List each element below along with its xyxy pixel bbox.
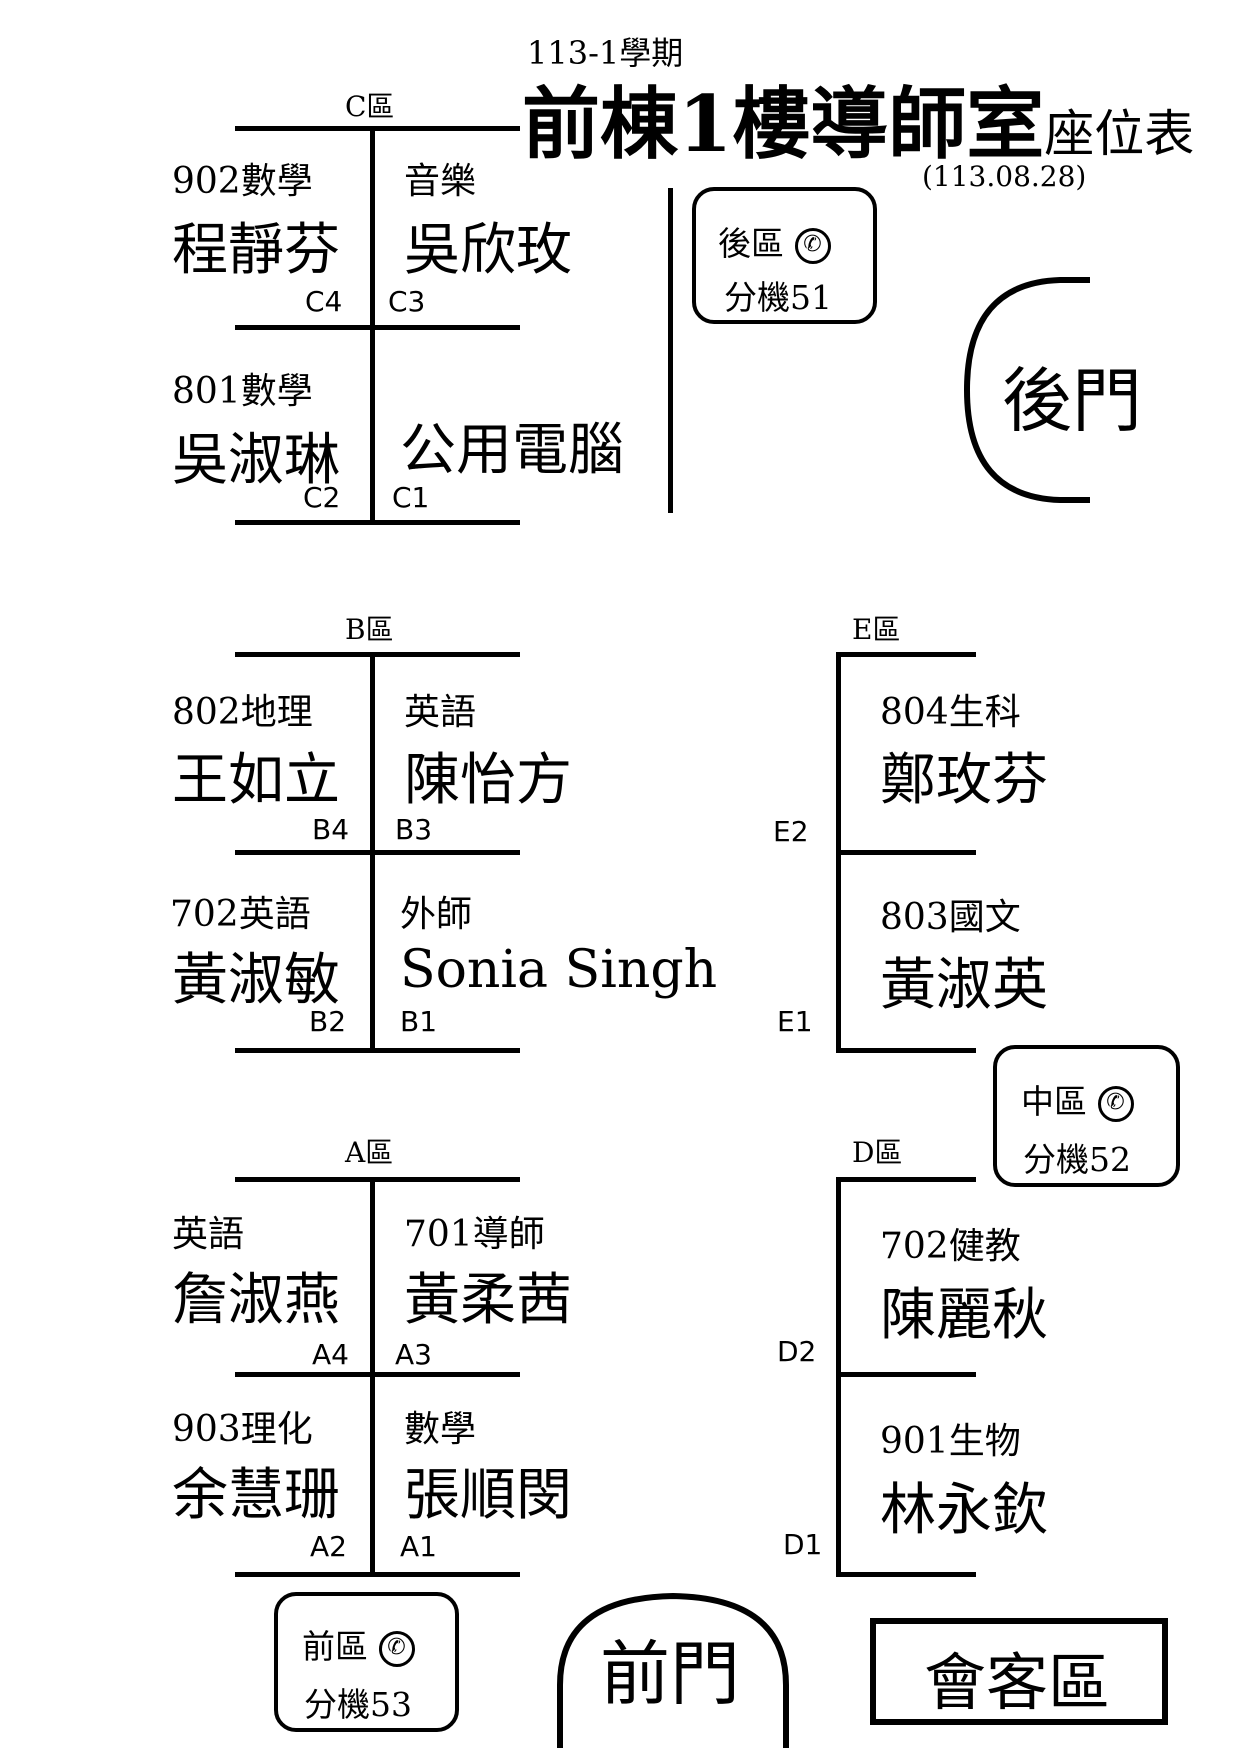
date-label: (113.08.28): [922, 160, 1087, 193]
seat-a1-name: 張順閔: [404, 1463, 572, 1528]
seat-e1-code: E1: [777, 1005, 813, 1038]
phone-ext-middle: 分機52: [1023, 1140, 1131, 1179]
seat-d2-code: D2: [777, 1335, 817, 1368]
seat-e2-code: E2: [773, 815, 809, 848]
seat-c2-subject: 801數學: [172, 371, 313, 412]
semester-label: 113-1學期: [527, 34, 684, 72]
seat-b4-name: 王如立: [172, 748, 340, 813]
phone-icon: ✆: [794, 228, 831, 264]
phone-icon: ✆: [378, 1631, 415, 1667]
page-title: 前棟1樓導師室座位表: [522, 62, 1195, 170]
reception-area: 會客區: [870, 1618, 1168, 1725]
phone-box-middle: 中區 ✆ 分機52: [993, 1045, 1180, 1187]
divider: [668, 188, 673, 513]
back-door-label: 後門: [1002, 360, 1142, 442]
seat-b4-code: B4: [312, 813, 350, 846]
seat-a1-code: A1: [400, 1530, 437, 1563]
seat-d2-subject: 702健教: [880, 1226, 1021, 1267]
seat-a4-code: A4: [312, 1338, 349, 1371]
seat-c2-name: 吳淑琳: [172, 428, 340, 493]
divider: [370, 126, 375, 525]
seat-c3-code: C3: [388, 285, 426, 318]
divider: [235, 1177, 520, 1182]
zone-label-a: A區: [345, 1136, 394, 1169]
seat-c4-code: C4: [305, 285, 343, 318]
phone-box-front: 前區 ✆ 分機53: [274, 1592, 459, 1732]
divider: [235, 850, 520, 855]
seat-c4-name: 程靜芬: [172, 218, 340, 283]
divider: [235, 652, 520, 657]
seat-a3-code: A3: [395, 1338, 432, 1371]
seat-a3-subject: 701導師: [404, 1214, 545, 1255]
title-main: 前棟1樓導師室: [522, 79, 1045, 170]
divider: [836, 652, 841, 1053]
seat-b2-name: 黃淑敏: [172, 948, 340, 1013]
seat-d1-subject: 901生物: [880, 1421, 1021, 1462]
seat-a4-name: 詹淑燕: [172, 1268, 340, 1333]
phone-area-front: 前區: [302, 1627, 368, 1666]
phone-ext-back: 分機51: [724, 278, 832, 317]
seat-e1-subject: 803國文: [880, 897, 1021, 938]
zone-label-c: C區: [345, 90, 395, 123]
front-door-arc-icon: [557, 1592, 789, 1748]
seat-e2-subject: 804生科: [880, 692, 1021, 733]
zone-label-e: E區: [852, 613, 901, 646]
divider: [370, 652, 375, 1053]
divider: [235, 1048, 520, 1053]
divider: [836, 1177, 976, 1182]
phone-box-back: 後區 ✆ 分機51: [692, 187, 877, 324]
seat-c4-subject: 902數學: [172, 161, 313, 202]
seat-a2-name: 余慧珊: [172, 1463, 340, 1528]
zone-label-b: B區: [345, 613, 394, 646]
divider: [836, 1177, 841, 1577]
seat-b2-code: B2: [309, 1005, 347, 1038]
seat-b4-subject: 802地理: [172, 692, 313, 733]
seat-b3-code: B3: [395, 813, 433, 846]
divider: [235, 1572, 520, 1577]
divider: [370, 1177, 375, 1577]
seat-b1-name: Sonia Singh: [400, 940, 718, 1000]
reception-label: 會客區: [924, 1646, 1111, 1719]
seat-d1-code: D1: [783, 1528, 823, 1561]
divider: [836, 1372, 976, 1377]
back-door-arc-icon: [963, 277, 1090, 503]
seat-d1-name: 林永欽: [880, 1478, 1048, 1543]
divider: [235, 325, 520, 330]
seat-c1-name: 公用電腦: [400, 418, 624, 483]
phone-icon: ✆: [1097, 1086, 1134, 1122]
seat-b1-subject: 外師: [400, 894, 473, 935]
zone-label-d: D區: [852, 1136, 903, 1169]
phone-area-middle: 中區: [1021, 1082, 1087, 1121]
divider: [235, 520, 520, 525]
seat-b3-subject: 英語: [404, 692, 477, 733]
seat-d2-name: 陳麗秋: [880, 1283, 1048, 1348]
seat-a4-subject: 英語: [172, 1214, 245, 1255]
divider: [836, 652, 976, 657]
seat-c3-subject: 音樂: [404, 161, 477, 202]
title-suffix: 座位表: [1044, 105, 1195, 163]
seat-a2-subject: 903理化: [172, 1409, 313, 1450]
divider: [836, 850, 976, 855]
divider: [235, 1372, 520, 1377]
seat-b3-name: 陳怡方: [404, 748, 572, 813]
phone-ext-front: 分機53: [304, 1685, 412, 1724]
seat-e1-name: 黃淑英: [880, 953, 1048, 1018]
front-door-label: 前門: [600, 1633, 740, 1715]
seat-a1-subject: 數學: [404, 1409, 477, 1450]
divider: [836, 1048, 976, 1053]
seat-a3-name: 黃柔茜: [404, 1268, 572, 1333]
seat-a2-code: A2: [310, 1530, 347, 1563]
phone-area-back: 後區: [718, 224, 784, 263]
seat-b1-code: B1: [400, 1005, 438, 1038]
seat-e2-name: 鄭玫芬: [880, 748, 1048, 813]
seat-c3-name: 吳欣玫: [404, 218, 572, 283]
divider: [235, 126, 520, 131]
seat-c2-code: C2: [303, 481, 341, 514]
divider: [836, 1572, 976, 1577]
seat-b2-subject: 702英語: [170, 894, 311, 935]
seat-c1-code: C1: [392, 481, 430, 514]
